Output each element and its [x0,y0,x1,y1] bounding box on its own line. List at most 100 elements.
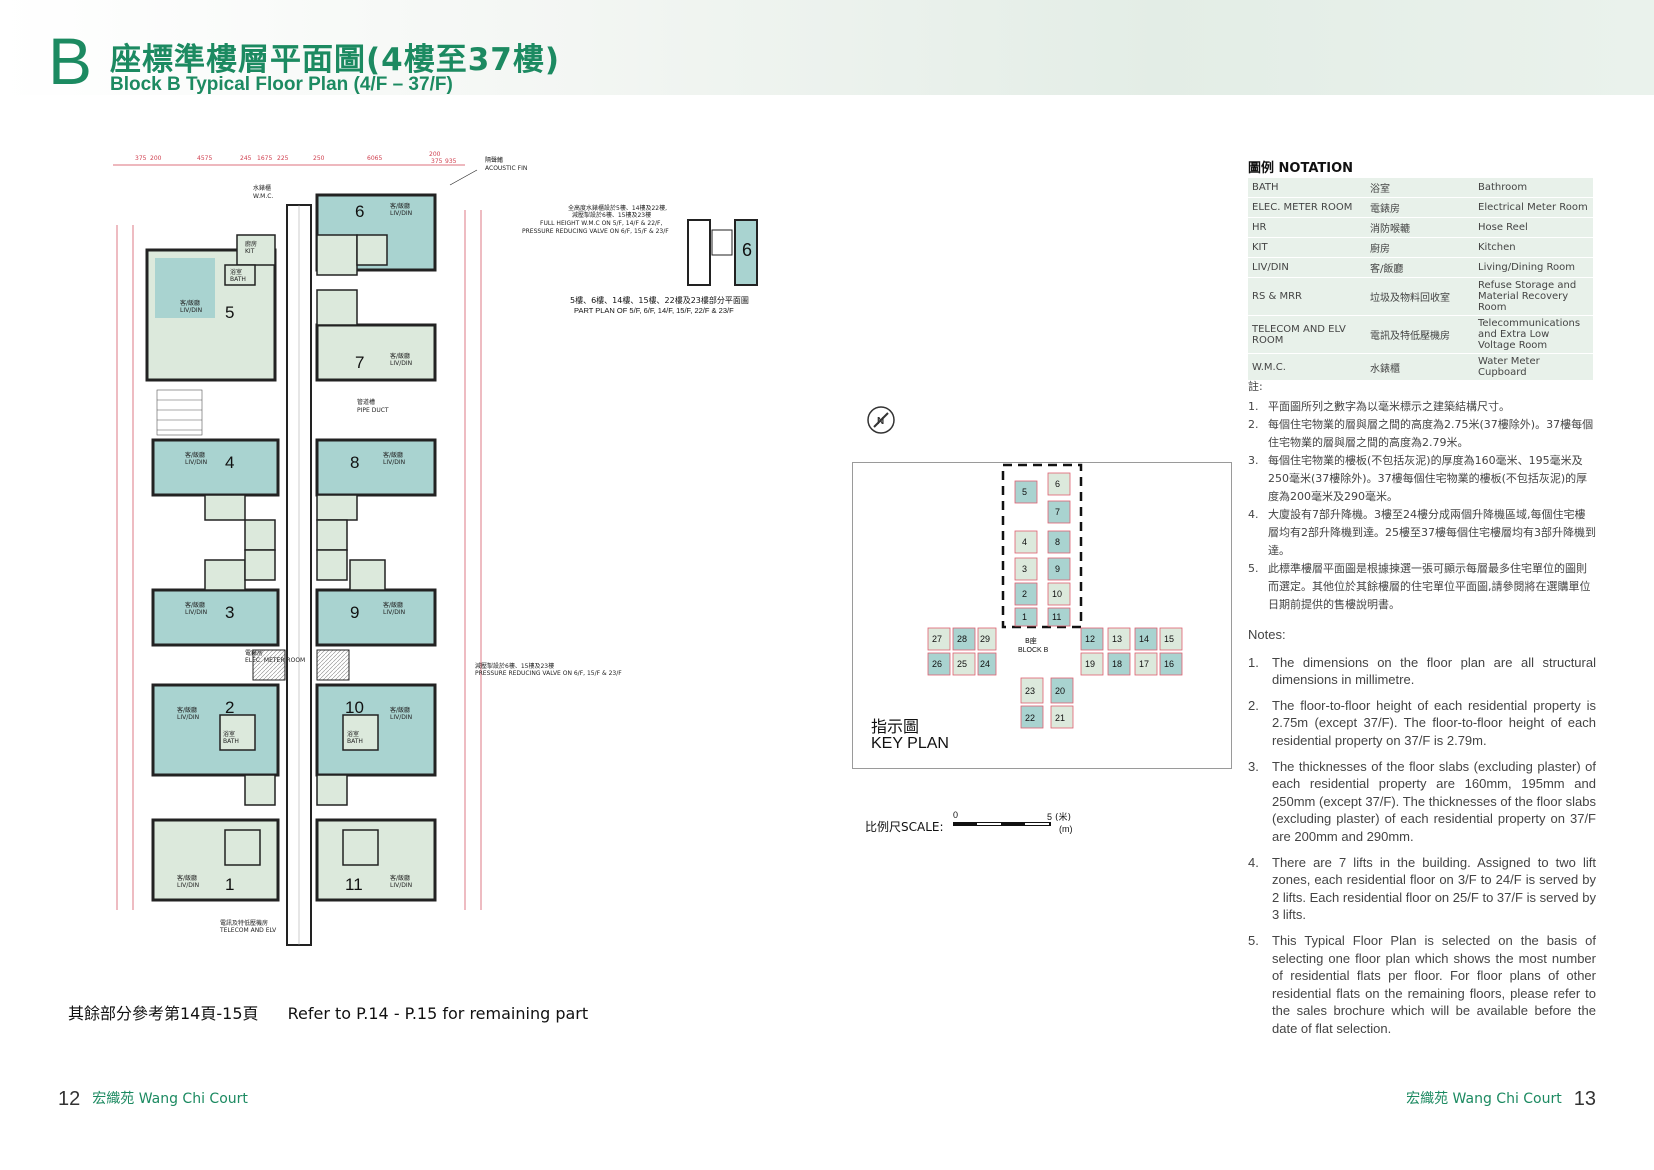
footer-left-text: 宏織苑 Wang Chi Court [92,1091,248,1107]
key-plan-title-zh: 指示圖 [871,717,920,736]
elec-meter-label: ELEC. METER ROOM [245,657,305,664]
list-item: 5.此標準樓層平面圖是根據揀選一張可顯示每層最多住宅單位的圖則而選定。其他位於其… [1248,562,1591,611]
unit-number: 1 [225,875,234,894]
part-plan-caption-en: PART PLAN OF 5/F, 6/F, 14/F, 15/F, 22/F … [574,306,734,315]
key-unit: 22 [1025,713,1035,723]
room-label: 客/飯廳 [383,601,403,609]
scale-label: 比例尺SCALE: [865,820,944,834]
scale-bar-graphic: 0 5 (米) (m) [953,810,1073,834]
key-unit: 14 [1139,634,1149,644]
key-unit: 18 [1112,659,1122,669]
list-item: 3.每個住宅物業的樓板(不包括灰泥)的厚度為160毫米、195毫米及250毫米(… [1248,454,1588,503]
list-item: 5.This Typical Floor Plan is selected on… [1248,932,1596,1036]
notes-en-heading: Notes: [1248,627,1286,642]
footer-right-text: 宏織苑 Wang Chi Court [1406,1091,1562,1107]
acoustic-fin-label: 隔聲鰭 [485,156,503,164]
telecom-label: TELECOM AND ELV [219,927,277,934]
room-label: 客/飯廳 [383,451,403,459]
prv-note: 減壓掣設於6樓、15樓及23樓 [475,662,554,670]
part-plan-note: FULL HEIGHT W.M.C ON 5/F, 14/F & 22/F, [540,220,663,227]
key-unit: 19 [1085,659,1095,669]
scale-end: 5 [1047,812,1052,822]
key-unit: 9 [1055,564,1060,574]
refer-note-en: Refer to P.14 - P.15 for remaining part [287,1004,589,1023]
top-dimensions: 375 200 4575 245 1675 225 250 6065 200 3… [135,151,457,165]
room-label: 浴室 [223,730,235,738]
scale-unit-zh: (米) [1055,811,1071,823]
key-unit: 11 [1052,612,1061,622]
dim-top: 375 [431,158,443,165]
room-label: 浴室 [230,268,242,276]
dim-top: 6065 [367,155,382,162]
unit-number: 8 [350,453,359,472]
page-title-zh: 座標準樓層平面圖(4樓至37樓) [110,42,561,78]
room-label: LIV/DIN [390,360,412,367]
room-label: 客/飯廳 [180,299,200,307]
part-plan-note: 減壓掣設於6樓、15樓及23樓 [572,211,651,219]
room-label: 廚房 [245,240,257,248]
room-label: 客/飯廳 [390,352,410,360]
key-unit: 6 [1055,479,1060,489]
room-label: LIV/DIN [390,210,412,217]
key-unit: 29 [980,634,990,644]
prv-note: PRESSURE REDUCING VALVE ON 6/F, 15/F & 2… [475,670,622,677]
notes-zh-heading: 註: [1248,380,1263,393]
pipe-duct-label: PIPE DUCT [357,407,389,414]
north-label: N [877,416,884,427]
room-label: 客/飯廳 [185,451,205,459]
dim-top: 250 [313,155,325,162]
unit-number: 5 [225,303,234,322]
key-block-zh: B座 [1025,636,1037,645]
key-unit: 24 [980,659,990,669]
north-arrow-icon: N [867,406,895,434]
list-item: 3.The thicknesses of the floor slabs (ex… [1248,758,1596,844]
room-label: LIV/DIN [185,609,207,616]
key-unit: 13 [1112,634,1122,644]
key-unit: 1 [1022,612,1027,622]
unit-number: 9 [350,603,359,622]
room-label: 客/飯廳 [390,202,410,210]
room-labels: 客/飯廳 LIV/DIN 客/飯廳 LIV/DIN 客/飯廳 LIV/DIN 客… [177,202,412,889]
list-item: 4.大廈設有7部升降機。3樓至24樓分成兩個升降機區域,每個住宅樓層均有2部升降… [1248,508,1596,557]
acoustic-fin-label: ACOUSTIC FIN [485,165,527,172]
room-label: LIV/DIN [390,714,412,721]
key-unit: 10 [1052,589,1062,599]
room-label: LIV/DIN [383,459,405,466]
unit-number: 6 [355,202,364,221]
list-item: 1.平面圖所列之數字為以毫米標示之建築結構尺寸。 [1248,400,1510,413]
room-label: 客/飯廳 [390,706,410,714]
room-label: 客/飯廳 [390,874,410,882]
unit-number: 10 [345,698,364,717]
room-label: LIV/DIN [383,609,405,616]
dim-top: 245 [240,155,252,162]
scale-unit-en: (m) [1059,824,1073,834]
dim-top: 200 [429,151,441,158]
part-plan: 全高度水錶櫃設於5樓、14樓及22樓, 減壓掣設於6樓、15樓及23樓 FULL… [522,204,758,315]
room-label: 浴室 [347,730,359,738]
list-item: 4.There are 7 lifts in the building. Ass… [1248,854,1596,923]
scale-start: 0 [953,810,958,820]
dim-top: 225 [277,155,289,162]
key-unit: 5 [1022,487,1027,497]
key-unit: 28 [957,634,967,644]
key-unit: 25 [957,659,967,669]
notes-zh: 註: 1.平面圖所列之數字為以毫米標示之建築結構尺寸。 2.每個住宅物業的層與層… [1248,378,1596,614]
key-plan-units: 5 4 3 2 1 6 7 8 9 10 11 27 28 29 26 25 2… [932,479,1174,723]
dim-top: 935 [445,158,457,165]
room-label: LIV/DIN [185,459,207,466]
wmc-label: W.M.C. [253,193,273,200]
room-label: KIT [245,248,255,255]
key-unit: 3 [1022,564,1027,574]
part-plan-flat: 6 [742,240,752,260]
floor-plan: 375 200 4575 245 1675 225 250 6065 200 3… [113,151,622,946]
room-label: 客/飯廳 [185,601,205,609]
key-unit: 2 [1022,589,1027,599]
